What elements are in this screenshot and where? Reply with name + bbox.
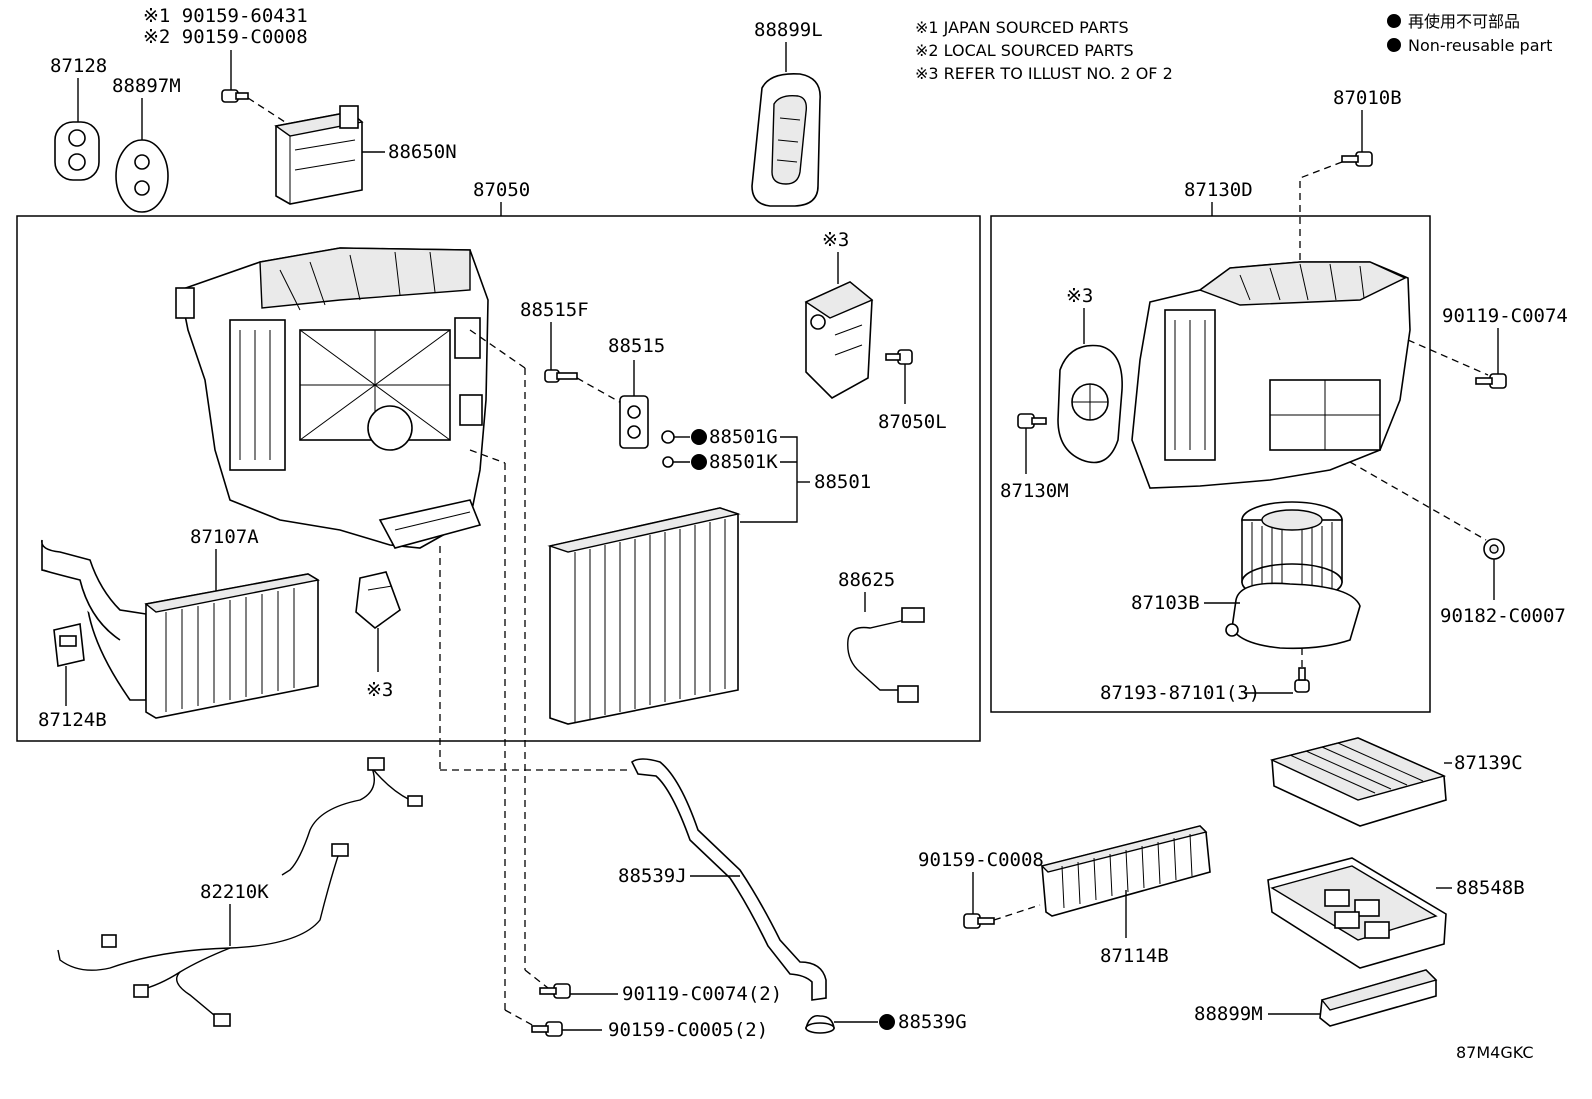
o-ring-icon (662, 456, 674, 468)
label-90119-C0074-right[interactable]: 90119-C0074 (1442, 305, 1568, 327)
label-88650N[interactable]: 88650N (388, 141, 457, 163)
screw-icon (539, 983, 571, 999)
label-82210K[interactable]: 82210K (200, 881, 269, 903)
note-refer-illust: ※3 REFER TO ILLUST NO. 2 OF 2 (915, 64, 1173, 83)
screw-icon (531, 1021, 563, 1037)
label-87050[interactable]: 87050 (473, 179, 530, 201)
resistor-part (355, 571, 401, 630)
heater-core-87107A (41, 539, 320, 719)
cover-88899M (1319, 969, 1438, 1027)
filter-frame-87114B (1040, 825, 1211, 917)
expansion-valve-88515 (619, 395, 649, 449)
label-88899L[interactable]: 88899L (754, 19, 823, 41)
label-87050L[interactable]: 87050L (878, 411, 947, 433)
label-88899M[interactable]: 88899M (1194, 1003, 1263, 1025)
label-88515F[interactable]: 88515F (520, 299, 589, 321)
non-reusable-dot-icon (879, 1014, 895, 1030)
group-box-87130D (990, 215, 1431, 713)
label-ref3-right: ※3 (1066, 285, 1093, 307)
label-88897M[interactable]: 88897M (112, 75, 181, 97)
note-japan-sourced: ※1 JAPAN SOURCED PARTS (915, 18, 1129, 37)
screw-icon (1294, 667, 1310, 693)
label-87130M[interactable]: 87130M (1000, 480, 1069, 502)
hvac-housing-87050 (175, 247, 489, 549)
blower-housing-87130D (1131, 261, 1411, 489)
clip-90182-C0007 (1483, 538, 1505, 560)
blower-motor-87103B (1225, 501, 1361, 650)
legend-dot-icon (1387, 38, 1401, 52)
drain-hose-88539J (630, 758, 827, 1001)
label-87114B[interactable]: 87114B (1100, 945, 1169, 967)
label-87124B[interactable]: 87124B (38, 709, 107, 731)
label-87103B[interactable]: 87103B (1131, 592, 1200, 614)
legend-en: Non-reusable part (1408, 36, 1552, 55)
screw-icon (885, 349, 913, 365)
non-reusable-dot-icon (691, 429, 707, 445)
label-88539J[interactable]: 88539J (618, 865, 687, 887)
label-87193-87101[interactable]: 87193-87101(3) (1100, 682, 1260, 704)
label-88515[interactable]: 88515 (608, 335, 665, 357)
label-ref3-top: ※3 (822, 229, 849, 251)
label-88501G[interactable]: 88501G (709, 426, 778, 448)
label-90159-60431[interactable]: ※1 90159-60431 (143, 5, 308, 27)
label-88501[interactable]: 88501 (814, 471, 871, 493)
legend-dot-icon (1387, 14, 1401, 28)
label-90159-C0005[interactable]: 90159-C0005(2) (608, 1019, 768, 1041)
label-ref3-left: ※3 (366, 679, 393, 701)
label-88501K[interactable]: 88501K (709, 451, 778, 473)
label-87010B[interactable]: 87010B (1333, 87, 1402, 109)
screw-icon (1475, 373, 1507, 389)
label-88625[interactable]: 88625 (838, 569, 895, 591)
label-90159-C0008-top[interactable]: ※2 90159-C0008 (143, 26, 308, 48)
non-reusable-dot-icon (691, 454, 707, 470)
group-box-87050 (16, 215, 981, 742)
actuator-part (804, 281, 874, 399)
screw-icon (963, 913, 995, 929)
ecu-88650N (274, 105, 364, 205)
evaporator-88501 (547, 507, 741, 725)
label-90119-C0074-bottom[interactable]: 90119-C0074(2) (622, 983, 782, 1005)
diagram-code: 87M4GKC (1456, 1043, 1534, 1062)
label-87139C[interactable]: 87139C (1454, 752, 1523, 774)
seal-88899L (751, 72, 821, 207)
screw-icon (1341, 151, 1373, 167)
screw-icon (1017, 413, 1047, 429)
label-90182-C0007[interactable]: 90182-C0007 (1440, 605, 1566, 627)
label-90159-C0008-bottom[interactable]: 90159-C0008 (918, 849, 1044, 871)
cabin-filter-87139C (1269, 737, 1447, 827)
o-ring-icon (661, 430, 675, 444)
clip-87124B (53, 623, 85, 667)
label-87128[interactable]: 87128 (50, 55, 107, 77)
grommet-87128 (54, 121, 100, 181)
legend-jp: 再使用不可部品 (1408, 12, 1520, 31)
label-87130D[interactable]: 87130D (1184, 179, 1253, 201)
sensor-88625 (847, 607, 925, 703)
bolt-icon (544, 369, 578, 383)
grommet-88539G (804, 1014, 835, 1034)
grommet-88897M (115, 139, 169, 213)
label-88539G[interactable]: 88539G (898, 1011, 967, 1033)
wire-harness-82210K (57, 757, 423, 1027)
screw-icon (221, 89, 249, 103)
label-88548B[interactable]: 88548B (1456, 877, 1525, 899)
note-local-sourced: ※2 LOCAL SOURCED PARTS (915, 41, 1134, 60)
label-87107A[interactable]: 87107A (190, 526, 259, 548)
filter-case-88548B (1267, 857, 1447, 969)
blower-cover-part (1057, 344, 1123, 464)
